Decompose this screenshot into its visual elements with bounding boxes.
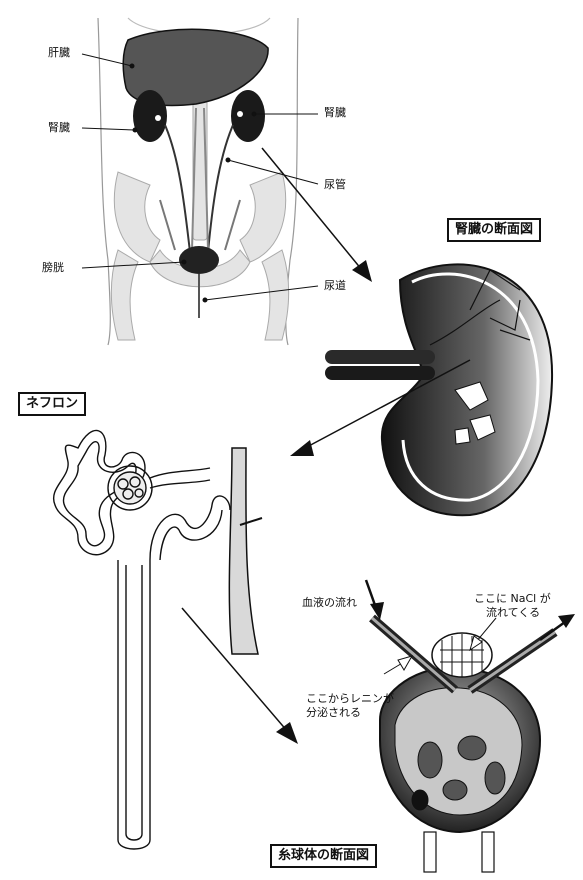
label-ureter: 尿管 xyxy=(324,178,346,191)
title-kidney-section: 腎臓の断面図 xyxy=(447,218,542,242)
liver-organ xyxy=(122,28,269,107)
label-urethra: 尿道 xyxy=(324,279,346,292)
collecting-duct xyxy=(228,447,259,655)
label-kidney-left: 腎臓 xyxy=(48,121,70,134)
arrow-to-kidney-section xyxy=(261,147,372,282)
label-nacl-line1: ここに NaCl が xyxy=(474,592,551,605)
label-bladder: 膀胱 xyxy=(42,261,64,274)
ureters xyxy=(159,107,241,253)
label-liver: 肝臓 xyxy=(48,46,70,59)
right-kidney xyxy=(231,90,265,142)
label-kidney-right: 腎臓 xyxy=(324,106,346,119)
title-nephron: ネフロン xyxy=(18,392,87,416)
label-renin-line1: ここからレニンが xyxy=(306,692,394,705)
pelvis-bones xyxy=(110,99,290,341)
arrow-to-nephron xyxy=(290,359,471,456)
kidney-section xyxy=(325,263,554,517)
nephron-diagram xyxy=(52,429,231,850)
bladder-organ xyxy=(179,246,219,274)
label-renin-line2: 分泌される xyxy=(306,706,361,719)
label-nacl-line2: 流れてくる xyxy=(486,606,541,619)
glomerulus-arrows xyxy=(364,579,575,675)
arrow-to-glomerulus xyxy=(181,607,298,744)
label-blood-flow: 血液の流れ xyxy=(302,596,357,609)
title-glomerulus-section: 糸球体の断面図 xyxy=(270,844,378,868)
glomerulus-section xyxy=(369,614,558,873)
left-kidney xyxy=(133,90,167,142)
body-leader-lines xyxy=(81,53,319,303)
